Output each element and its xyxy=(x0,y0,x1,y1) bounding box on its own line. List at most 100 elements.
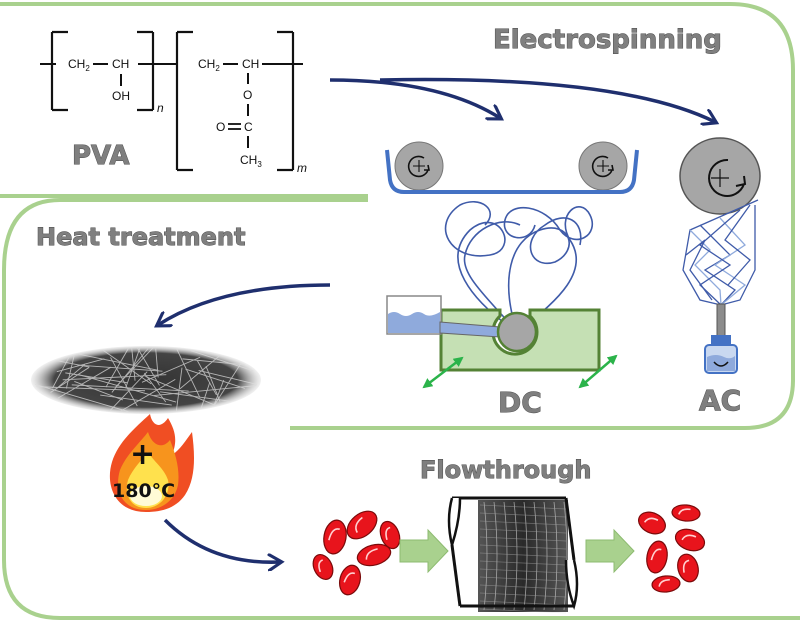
arrow-to-heat xyxy=(158,283,331,325)
red-blood-cells-output xyxy=(638,504,706,593)
collector-belt xyxy=(385,149,639,194)
fiber-strand xyxy=(131,348,136,381)
fiber-strand xyxy=(153,385,257,397)
fiber-strand xyxy=(56,358,105,373)
red-blood-cell xyxy=(638,511,666,535)
fiber-strand xyxy=(74,380,124,401)
fiber-strand xyxy=(120,378,176,412)
filter-fiber xyxy=(479,544,567,550)
filter-fiber xyxy=(479,560,567,566)
fiber-strand xyxy=(176,349,201,398)
filter-fiber xyxy=(483,501,488,611)
fiber-filter xyxy=(478,500,568,612)
red-blood-cell xyxy=(651,575,681,593)
ch2-unit2: CH2 xyxy=(198,57,220,73)
spinneret-nozzle xyxy=(496,311,538,353)
filter-fiber xyxy=(479,504,567,510)
methyl-group: CH3 xyxy=(240,153,262,169)
pva-label: PVA xyxy=(72,141,130,171)
column-wall xyxy=(452,496,574,608)
red-blood-cell xyxy=(323,519,347,555)
filter-fiber xyxy=(479,576,567,582)
filter-fiber xyxy=(503,501,508,611)
filter-fiber xyxy=(563,501,568,611)
flow-arrow-in xyxy=(399,528,449,574)
syringe-cap xyxy=(711,335,731,345)
ch-unit1: CH xyxy=(112,57,129,71)
fiber-strand xyxy=(213,362,242,406)
fiber-strand xyxy=(52,356,70,389)
electrospinning-title: Electrospinning xyxy=(493,25,722,55)
filter-fiber xyxy=(493,501,498,611)
red-blood-cell xyxy=(346,510,378,540)
bracket-right-2 xyxy=(277,30,295,172)
filter-fiber xyxy=(479,528,567,534)
red-blood-cell xyxy=(677,553,699,583)
red-blood-cell xyxy=(356,543,392,567)
filter-fiber xyxy=(513,501,518,611)
ch-unit2: CH xyxy=(242,57,259,71)
fiber-strand xyxy=(65,355,75,389)
fiber-strand xyxy=(197,360,217,396)
flowthrough-title: Flowthrough xyxy=(420,456,592,484)
fiber-strand xyxy=(125,347,141,389)
flowthrough-setup xyxy=(312,496,706,614)
fiber-strand xyxy=(77,364,163,372)
rotation-icon xyxy=(407,155,430,178)
filter-fiber xyxy=(479,584,567,590)
carbonyl-carbon: C xyxy=(244,120,253,134)
fiber-strand xyxy=(190,350,254,372)
vial-solution xyxy=(707,355,735,371)
index-n: n xyxy=(157,101,164,115)
fiber-strand xyxy=(62,374,167,381)
filter-fiber xyxy=(479,568,567,574)
filter-fiber xyxy=(479,592,567,598)
fiber-strand xyxy=(200,382,211,408)
fiber-strand xyxy=(57,366,112,399)
rotation-icon xyxy=(591,155,614,178)
fiber-strand xyxy=(115,347,154,388)
oh-group: OH xyxy=(112,89,130,103)
red-blood-cell xyxy=(671,504,701,522)
fiber-strand xyxy=(110,357,138,407)
heat-treatment-title: Heat treatment xyxy=(36,223,245,251)
needle xyxy=(716,303,726,341)
filter-fiber xyxy=(553,501,558,611)
heat-treatment-setup: + 180°C xyxy=(31,346,261,512)
red-blood-cell xyxy=(646,540,668,574)
stir-icon xyxy=(713,361,729,367)
fiber-bundle xyxy=(682,199,759,306)
fiber-strand xyxy=(77,373,177,403)
rotation-icon xyxy=(708,158,747,197)
fiber-strand xyxy=(213,379,225,406)
column-opening-left xyxy=(447,497,462,550)
filter-fiber xyxy=(479,512,567,518)
column-opening-right xyxy=(564,559,579,610)
fiber-strand xyxy=(155,348,159,378)
fiber-strand xyxy=(102,350,152,385)
arrow-to-ac xyxy=(379,77,715,122)
fiber-strand xyxy=(137,347,160,386)
process-arrows xyxy=(158,77,715,563)
arrow-to-dc xyxy=(329,78,500,118)
bracket-left-2 xyxy=(175,30,193,172)
red-blood-cell xyxy=(379,520,401,550)
red-blood-cell xyxy=(312,554,334,580)
red-blood-cell xyxy=(338,564,362,596)
heat-treatment-border xyxy=(1,198,800,620)
fiber-strand xyxy=(78,353,159,371)
index-m: m xyxy=(297,161,307,175)
temperature-label: 180°C xyxy=(112,480,175,502)
motion-arrow-right xyxy=(578,354,618,389)
fiber-strand xyxy=(175,367,183,411)
ac-label: AC xyxy=(699,384,741,417)
fiber-strand xyxy=(141,356,201,383)
filter-fiber xyxy=(479,520,567,526)
filter-fiber xyxy=(479,600,567,606)
ac-electrospinning-setup: AC xyxy=(679,137,761,417)
ester-oxygen: O xyxy=(243,88,252,102)
fiber-jet xyxy=(444,200,593,333)
solution xyxy=(388,312,440,333)
